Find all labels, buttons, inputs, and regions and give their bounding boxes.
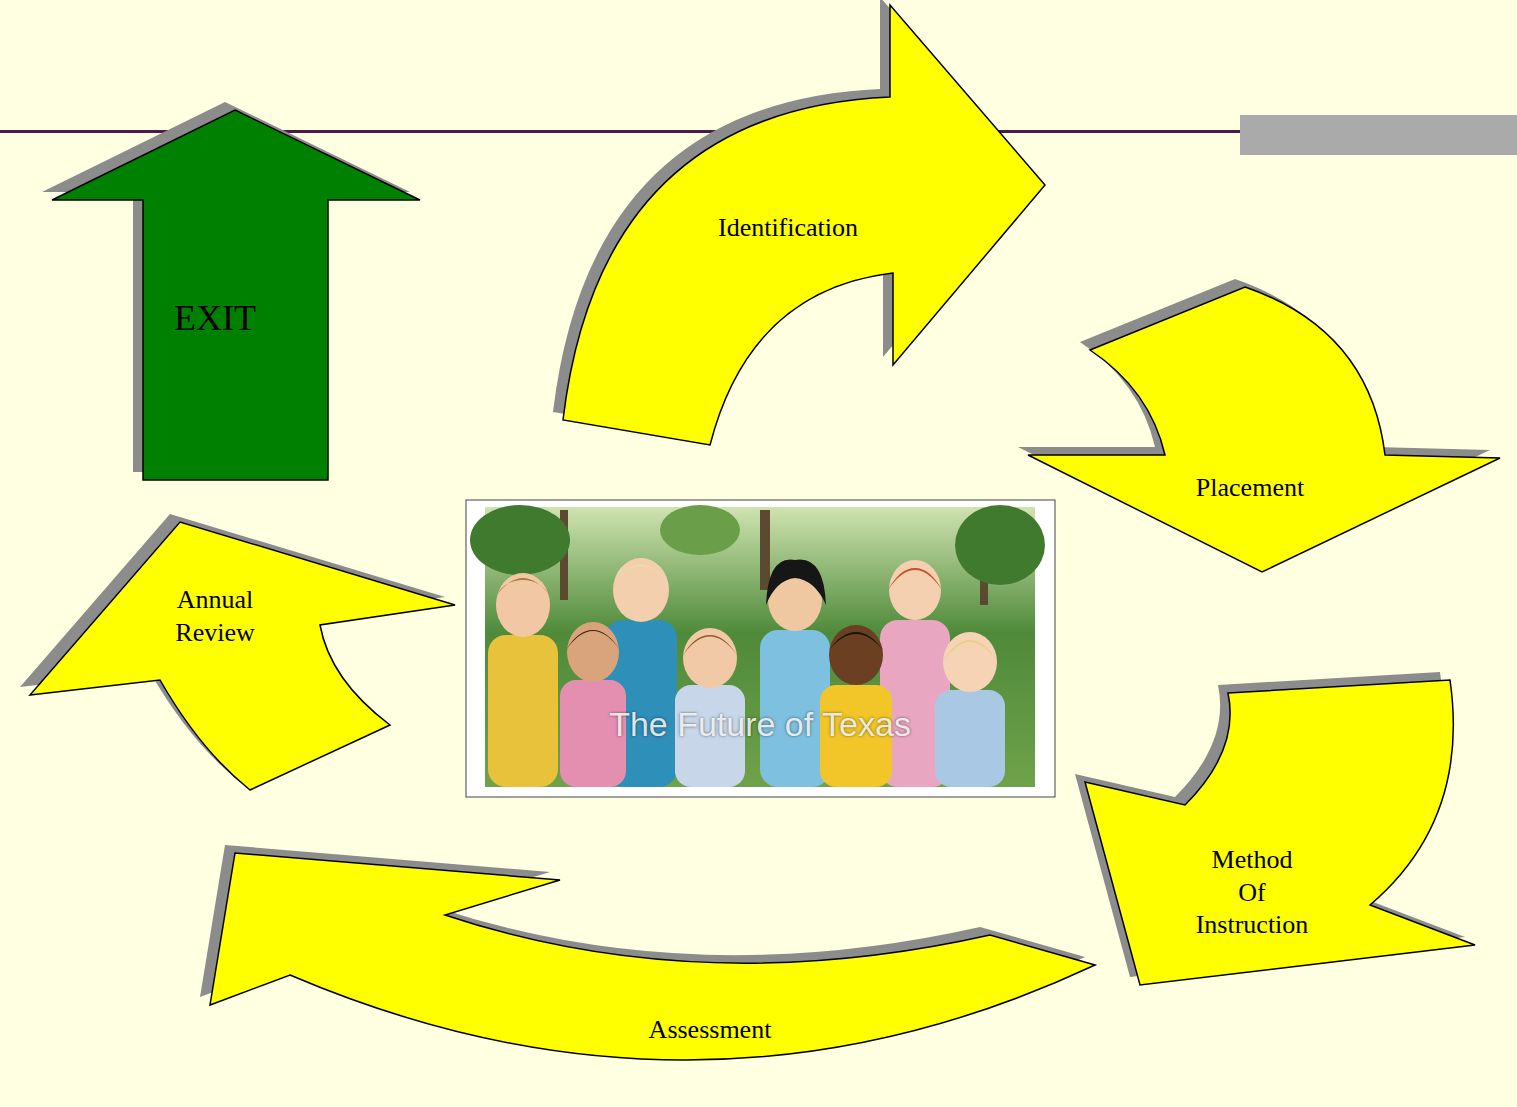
curved-arrow: Assessment [205, 850, 1100, 1095]
arrow-shape [1028, 287, 1500, 572]
arrow-shape [30, 522, 455, 790]
step-label: Identification [718, 212, 858, 245]
grey-bar [1240, 115, 1517, 155]
arrow-outline [50, 108, 422, 482]
curved-arrow: Method Of Instruction [1080, 675, 1480, 990]
step-label: Method Of Instruction [1196, 844, 1309, 942]
photo-box: The Future of Texas [466, 500, 1055, 797]
arrow-shape [52, 110, 420, 480]
photo-frame [466, 500, 1055, 797]
curved-arrow: Identification [550, 0, 1055, 455]
arrow-shape [563, 5, 1045, 445]
trees [470, 505, 1045, 605]
exit-arrow: EXIT [50, 108, 422, 482]
step-label: Placement [1196, 472, 1304, 505]
step-label: Assessment [649, 1014, 772, 1047]
text-anchor: The Future of Texas [609, 703, 911, 746]
arrow-shape [210, 853, 1095, 1060]
text-anchor: EXIT [174, 296, 256, 341]
arrow-outline [28, 520, 458, 792]
text-anchor: Identification [718, 212, 858, 245]
arrow-shape [1085, 680, 1475, 985]
step-label: Annual Review [175, 584, 254, 649]
text-anchor: Method Of Instruction [1196, 844, 1309, 942]
arrow-outline [1025, 285, 1505, 575]
arrow-outline [1080, 675, 1480, 990]
curved-arrow: Annual Review [28, 520, 458, 792]
text-anchor: Annual Review [175, 584, 254, 649]
curved-arrow: Placement [1025, 285, 1505, 575]
text-anchor: Placement [1196, 472, 1304, 505]
children [488, 558, 1005, 787]
arrow-outline [205, 850, 1100, 1095]
step-label: EXIT [174, 296, 256, 341]
text-anchor: Assessment [649, 1014, 772, 1047]
photo-caption: The Future of Texas [609, 703, 911, 746]
